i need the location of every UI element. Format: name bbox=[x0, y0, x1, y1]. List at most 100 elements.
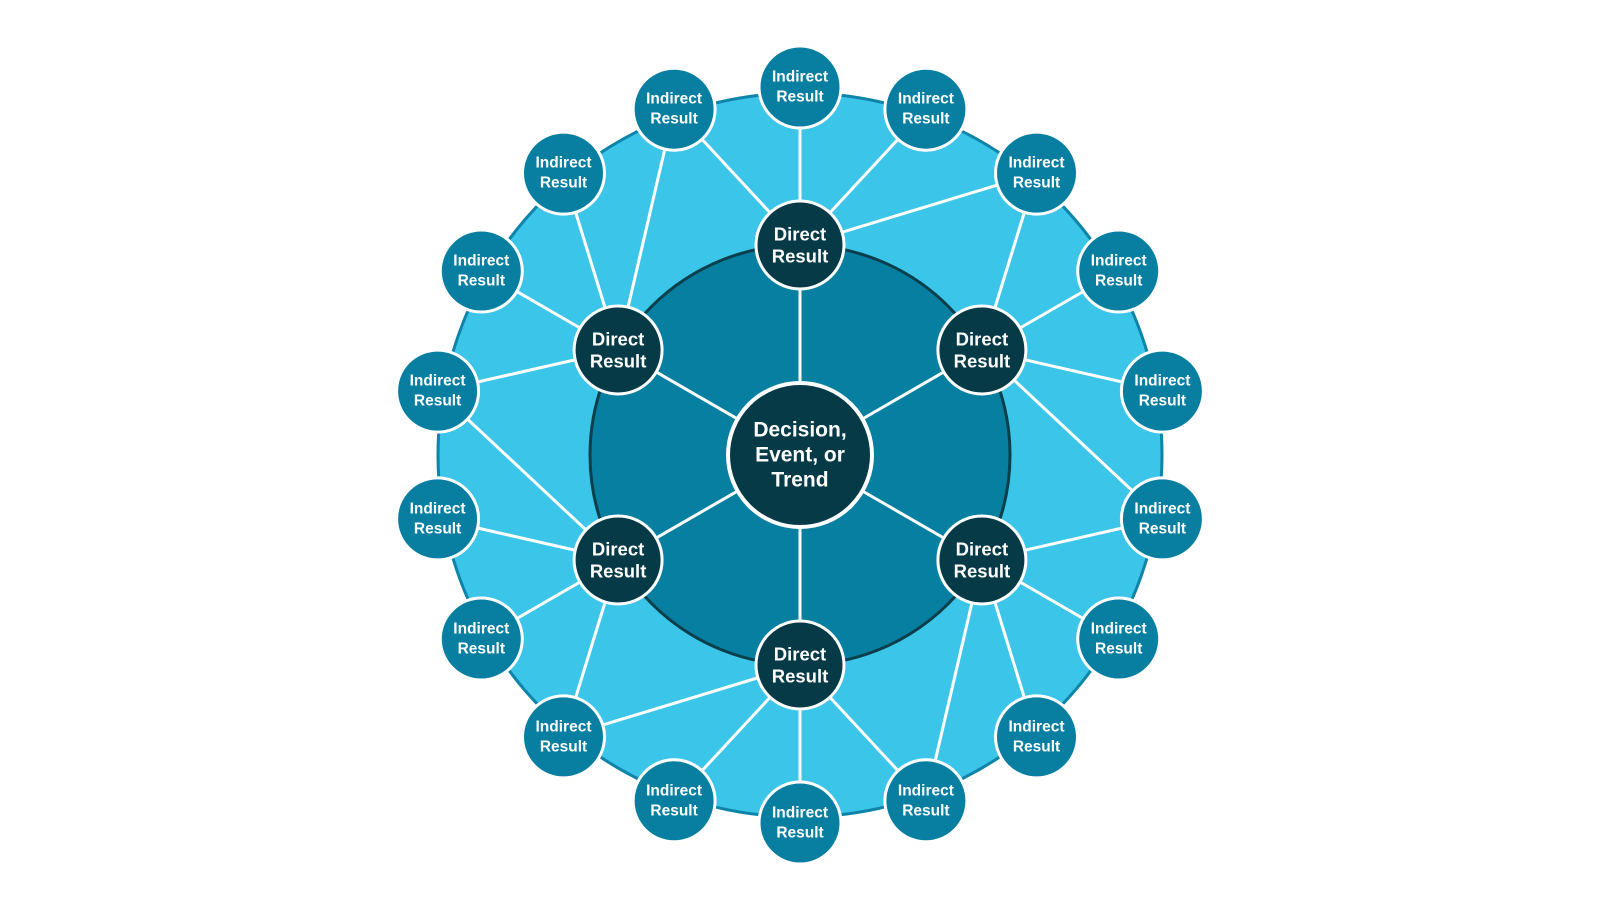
indirect-result-label: Result bbox=[1095, 273, 1142, 290]
indirect-result-label: Indirect bbox=[646, 91, 702, 108]
indirect-result-circle bbox=[395, 348, 481, 434]
indirect-result-label: Result bbox=[458, 273, 505, 290]
indirect-result-circle bbox=[1119, 348, 1205, 434]
indirect-result-label: Indirect bbox=[898, 91, 954, 108]
center-label: Event, or bbox=[755, 444, 845, 467]
direct-result-nodes: DirectResultDirectResultDirectResultDire… bbox=[572, 199, 1028, 711]
indirect-result-label: Result bbox=[650, 802, 697, 819]
indirect-result-circle bbox=[757, 44, 843, 130]
indirect-result-circle bbox=[521, 694, 606, 780]
direct-result-label: Direct bbox=[774, 644, 826, 665]
indirect-result-circle bbox=[438, 228, 524, 314]
direct-result-label: Result bbox=[590, 561, 647, 582]
indirect-result-label: Indirect bbox=[1091, 621, 1147, 638]
indirect-result-label: Indirect bbox=[536, 155, 592, 172]
direct-result-label: Direct bbox=[774, 224, 826, 245]
direct-result-label: Direct bbox=[956, 329, 1008, 350]
indirect-result-circle bbox=[631, 758, 717, 844]
indirect-result-label: Indirect bbox=[1134, 500, 1190, 517]
center-label: Trend bbox=[771, 469, 828, 492]
indirect-result-label: Indirect bbox=[1009, 155, 1065, 172]
indirect-result-label: Result bbox=[1139, 393, 1186, 410]
direct-result-label: Direct bbox=[956, 539, 1008, 560]
indirect-result-label: Indirect bbox=[646, 782, 702, 799]
indirect-result-circle bbox=[757, 780, 843, 866]
direct-result-label: Result bbox=[772, 246, 829, 267]
direct-result-circle bbox=[754, 199, 846, 291]
indirect-result-label: Result bbox=[776, 89, 823, 106]
indirect-result-label: Indirect bbox=[772, 69, 828, 86]
indirect-result-label: Result bbox=[540, 175, 587, 192]
indirect-result-label: Indirect bbox=[772, 805, 828, 822]
indirect-result-label: Result bbox=[1013, 738, 1060, 755]
direct-result-circle bbox=[754, 619, 846, 711]
direct-result-label: Direct bbox=[592, 329, 644, 350]
indirect-result-label: Result bbox=[1139, 520, 1186, 537]
direct-result-circle bbox=[936, 304, 1028, 396]
indirect-result-circle bbox=[521, 130, 606, 216]
center-label: Decision, bbox=[753, 419, 846, 442]
indirect-result-label: Indirect bbox=[453, 253, 509, 270]
indirect-result-circle bbox=[1076, 596, 1162, 682]
indirect-result-label: Indirect bbox=[1009, 718, 1065, 735]
indirect-result-label: Result bbox=[414, 393, 461, 410]
indirect-result-label: Indirect bbox=[453, 621, 509, 638]
indirect-result-label: Indirect bbox=[536, 718, 592, 735]
indirect-result-circle bbox=[994, 694, 1079, 780]
direct-result-label: Result bbox=[954, 561, 1011, 582]
indirect-result-circle bbox=[994, 130, 1079, 216]
direct-result-label: Result bbox=[590, 351, 647, 372]
indirect-result-label: Result bbox=[1095, 641, 1142, 658]
indirect-result-label: Result bbox=[1013, 175, 1060, 192]
direct-result-label: Direct bbox=[592, 539, 644, 560]
indirect-result-label: Indirect bbox=[410, 500, 466, 517]
direct-result-label: Result bbox=[954, 351, 1011, 372]
indirect-result-circle bbox=[883, 758, 969, 844]
indirect-result-label: Result bbox=[540, 738, 587, 755]
indirect-result-circle bbox=[1076, 228, 1162, 314]
center-circle bbox=[726, 381, 874, 529]
indirect-result-label: Indirect bbox=[1091, 253, 1147, 270]
indirect-result-circle bbox=[631, 66, 717, 152]
indirect-result-label: Result bbox=[776, 825, 823, 842]
indirect-result-label: Result bbox=[414, 520, 461, 537]
indirect-result-label: Result bbox=[458, 641, 505, 658]
indirect-result-circle bbox=[883, 66, 969, 152]
indirect-result-label: Indirect bbox=[898, 782, 954, 799]
indirect-result-label: Result bbox=[902, 802, 949, 819]
indirect-result-label: Indirect bbox=[1134, 373, 1190, 390]
direct-result-label: Result bbox=[772, 666, 829, 687]
direct-result-circle bbox=[572, 304, 664, 396]
indirect-result-circle bbox=[1119, 476, 1205, 562]
indirect-result-circle bbox=[395, 476, 481, 562]
indirect-result-label: Result bbox=[902, 111, 949, 128]
